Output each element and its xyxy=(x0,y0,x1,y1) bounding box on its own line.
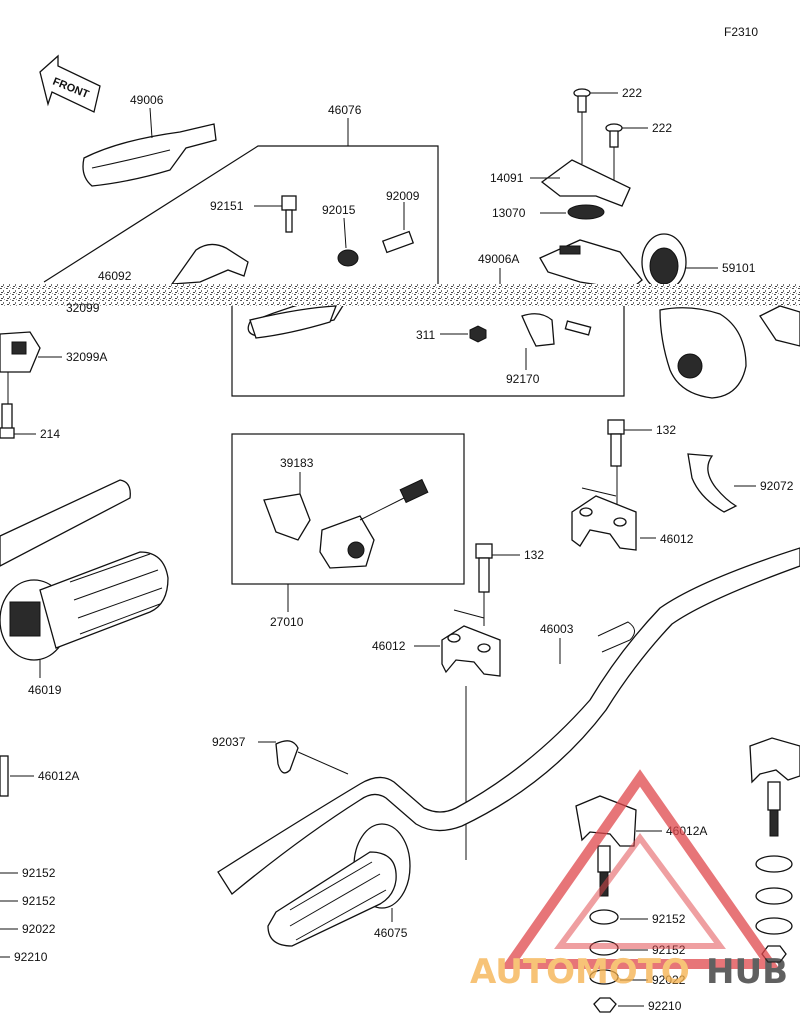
label-46092: 46092 xyxy=(98,269,132,283)
nut-92015 xyxy=(337,217,359,267)
label-13070: 13070 xyxy=(492,206,526,220)
lever-guard-49006 xyxy=(82,107,217,187)
label-46075: 46075 xyxy=(374,926,408,940)
label-92015: 92015 xyxy=(322,203,356,217)
screw-222-b xyxy=(605,123,623,148)
washer-92022-r xyxy=(589,969,619,985)
label-46076: 46076 xyxy=(328,103,362,117)
label-27010: 27010 xyxy=(270,615,304,629)
handlebar-46003 xyxy=(217,547,800,895)
gear-13070 xyxy=(567,204,605,220)
holder-46012-a xyxy=(571,495,637,551)
watermark-brand-left: AUTOMOTO xyxy=(470,952,690,992)
holder-46012A-left xyxy=(0,755,9,797)
figure-code: F2310 xyxy=(724,25,758,39)
kill-switch xyxy=(319,478,429,569)
part-edge-right xyxy=(759,305,800,347)
label-92072: 92072 xyxy=(760,479,794,493)
adjuster-92009 xyxy=(381,202,415,254)
clip-92037 xyxy=(275,740,299,774)
bolt-132-b xyxy=(475,543,493,593)
cable-pulley-59101 xyxy=(641,233,687,291)
holder-46012A-far-right xyxy=(749,737,800,963)
label-46003: 46003 xyxy=(540,622,574,636)
label-59101: 59101 xyxy=(722,261,756,275)
label-46012-a: 46012 xyxy=(660,532,694,546)
automotohub-watermark: AUTOMOTO HUB xyxy=(470,769,788,992)
bolt-132-a xyxy=(607,419,625,467)
label-39183: 39183 xyxy=(280,456,314,470)
label-49006: 49006 xyxy=(130,93,164,107)
label-92152-r1: 92152 xyxy=(652,912,686,926)
label-92152-l2: 92152 xyxy=(22,894,56,908)
holder-46012-b xyxy=(441,625,501,677)
label-92151: 92151 xyxy=(210,199,244,213)
label-49006A: 49006A xyxy=(478,252,519,266)
clamp-92170 xyxy=(521,313,592,347)
label-46012-b: 46012 xyxy=(372,639,406,653)
label-92009: 92009 xyxy=(386,189,420,203)
label-46019: 46019 xyxy=(28,683,62,697)
nut-311 xyxy=(469,325,487,343)
label-92037: 92037 xyxy=(212,735,246,749)
cover-14091 xyxy=(540,159,631,207)
watermark-brand-right: HUB xyxy=(706,952,788,992)
label-132-b: 132 xyxy=(524,548,544,562)
label-92022-l: 92022 xyxy=(22,922,56,936)
label-32099-partial: 32099 xyxy=(66,301,100,315)
washer-92152-r1 xyxy=(589,909,619,925)
clamp-39183 xyxy=(263,493,311,541)
front-arrow-icon: FRONT xyxy=(39,54,101,113)
label-92152-l1: 92152 xyxy=(22,866,56,880)
label-222-b: 222 xyxy=(652,121,672,135)
label-132-a: 132 xyxy=(656,423,676,437)
label-222-a: 222 xyxy=(622,86,642,100)
label-92022-r: 92022 xyxy=(652,973,686,987)
throttle-housing-49006A xyxy=(539,239,643,291)
label-92170: 92170 xyxy=(506,372,540,386)
clamp-32099A xyxy=(0,331,41,373)
label-14091: 14091 xyxy=(490,171,524,185)
switch-housing-right xyxy=(659,307,747,399)
label-214: 214 xyxy=(40,427,60,441)
label-46012A-left: 46012A xyxy=(38,769,79,783)
bolt-92151 xyxy=(281,195,297,233)
label-92210-l: 92210 xyxy=(14,950,48,964)
label-311: 311 xyxy=(416,328,435,342)
screw-222-a xyxy=(573,88,591,113)
grip-46075 xyxy=(267,823,411,947)
label-92210-r: 92210 xyxy=(648,999,682,1013)
label-32099A: 32099A xyxy=(66,350,107,364)
scan-tear-band xyxy=(0,284,800,306)
throttle-grip-46019 xyxy=(0,479,169,661)
bolt-214 xyxy=(0,403,15,439)
band-92072 xyxy=(687,453,738,513)
nut-92210-r xyxy=(593,997,617,1013)
